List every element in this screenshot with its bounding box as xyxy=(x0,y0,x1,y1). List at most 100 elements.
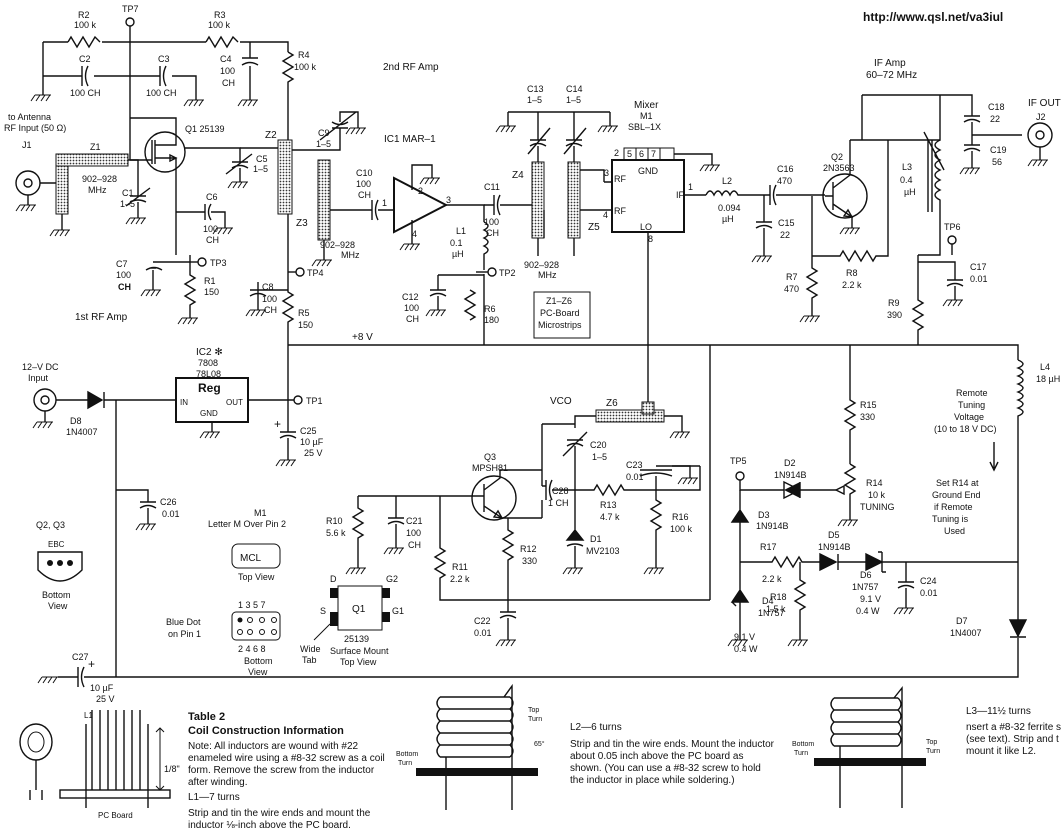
table2-l3-body-1: nsert a #8-32 ferrite s xyxy=(966,722,1061,733)
table2-l2-body-1: Strip and tin the wire ends. Mount the i… xyxy=(570,739,775,750)
value-d4-w: 0.4 W xyxy=(734,644,758,654)
m1-if: IF xyxy=(676,190,685,200)
value-l1-a: 0.1 xyxy=(450,238,463,248)
value-c13: 1–5 xyxy=(527,95,542,105)
label-tp6: TP6 xyxy=(944,222,961,232)
label-if-out: IF OUT xyxy=(1028,98,1061,109)
value-r15: 330 xyxy=(860,412,875,422)
input-12v-a: 12–V DC xyxy=(22,362,59,372)
value-d6-c: 0.4 W xyxy=(856,606,880,616)
pinout-m1-bottom: Bottom xyxy=(244,656,273,666)
label-c5: C5 xyxy=(256,154,268,164)
power-supply: 12–V DC Input D8 1N4007 IC2 ✻ 7808 78L08… xyxy=(22,345,1019,704)
value-r1: 150 xyxy=(204,287,219,297)
value-c14: 1–5 xyxy=(566,95,581,105)
coil-l3-top: Top xyxy=(926,739,937,746)
value-d5: 1N914B xyxy=(818,542,851,552)
label-r15: R15 xyxy=(860,400,877,410)
value-c24: 0.01 xyxy=(920,588,938,598)
coil-l1-pcb: PC Board xyxy=(98,811,133,820)
label-r6: R6 xyxy=(484,304,496,314)
value-c5: 1–5 xyxy=(253,164,268,174)
value-c1: 1–5 xyxy=(120,199,135,209)
coil-figure-l1: L1 1/8" PC Board xyxy=(19,710,180,820)
label-d1: D1 xyxy=(590,534,602,544)
label-c25: C25 xyxy=(300,426,317,436)
microstrip-note-2: PC-Board xyxy=(540,308,580,318)
value-c4-b: CH xyxy=(222,78,235,88)
label-c11: C11 xyxy=(484,182,500,192)
label-c27: C27 xyxy=(72,652,89,662)
pinout-q1-name: Q1 xyxy=(352,604,366,615)
value-c11-a: 100 xyxy=(484,217,499,227)
value-r14-a: 10 k xyxy=(868,490,886,500)
label-q2: Q2 xyxy=(831,152,843,162)
m1-pin4: 4 xyxy=(603,210,608,220)
label-r8: R8 xyxy=(846,268,858,278)
input-12v-b: Input xyxy=(28,373,49,383)
label-c7: C7 xyxy=(116,259,128,269)
set-r14-4: Tuning is xyxy=(932,514,969,524)
label-q1: Q1 25139 xyxy=(185,124,225,134)
pinout-q1-g2: G2 xyxy=(386,574,398,584)
value-c27-b: 25 V xyxy=(96,694,115,704)
table2-note-3: form. Remove the screw from the inductor xyxy=(188,765,375,776)
label-c26: C26 xyxy=(160,497,177,507)
label-l1: L1 xyxy=(456,226,466,236)
label-c18: C18 xyxy=(988,102,1005,112)
label-tp7: TP7 xyxy=(122,4,139,14)
ic1-pin3: 3 xyxy=(446,195,451,205)
pinout-m1: M1 Letter M Over Pin 2 MCL Top View Blue… xyxy=(166,508,286,677)
value-r3: 100 k xyxy=(208,20,231,30)
value-c18: 22 xyxy=(990,114,1000,124)
microstrip-note-3: Microstrips xyxy=(538,320,582,330)
label-r9: R9 xyxy=(888,298,900,308)
title-1st-rf-amp: 1st RF Amp xyxy=(75,312,128,323)
pinout-m1-even: 2 4 6 8 xyxy=(238,644,266,654)
value-r6: 180 xyxy=(484,315,499,325)
reg-title: Reg xyxy=(198,381,221,395)
pinout-m1-bluedot: Blue Dot xyxy=(166,617,201,627)
rf-input-q1-stage: to Antenna RF Input (50 Ω) J1 Z1 902–928… xyxy=(4,112,293,325)
pinout-q2q3-bottom: Bottom xyxy=(42,590,71,600)
value-r18: 1.5 k xyxy=(766,604,786,614)
label-r5: R5 xyxy=(298,308,310,318)
coil-l1-height: 1/8" xyxy=(164,764,180,774)
ic1-pin2: 2 xyxy=(418,186,423,196)
label-c1: C1 xyxy=(122,188,134,198)
coil-l2-turn2: Turn xyxy=(398,760,412,767)
label-tp5: TP5 xyxy=(730,456,747,466)
table2-l2-body-2: about 0.05 inch above the PC board as xyxy=(570,751,743,762)
coil-l3-bottom: Bottom xyxy=(792,741,814,748)
label-d7: D7 xyxy=(956,616,968,626)
pinout-q1-smt: Surface Mount xyxy=(330,646,389,656)
m1-rf1: RF xyxy=(614,174,626,184)
value-c12-a: 100 xyxy=(404,303,419,313)
value-r10: 5.6 k xyxy=(326,528,346,538)
title-if-amp: IF Amp xyxy=(874,58,906,69)
coil-l3-turn1: Turn xyxy=(794,750,808,757)
label-r13: R13 xyxy=(600,500,617,510)
value-c2: 100 CH xyxy=(70,88,101,98)
remote-tuning-4: (10 to 18 V DC) xyxy=(934,424,997,434)
label-c23: C23 xyxy=(626,460,643,470)
label-z4: Z4 xyxy=(512,170,524,181)
value-r13: 4.7 k xyxy=(600,512,620,522)
remote-tuning-1: Remote xyxy=(956,388,988,398)
value-c21-b: CH xyxy=(408,540,421,550)
label-l4: L4 xyxy=(1040,362,1050,372)
label-c20: C20 xyxy=(590,440,607,450)
m1-lo: LO xyxy=(640,222,652,232)
value-d2: 1N914B xyxy=(774,470,807,480)
pinout-q2q3-ebc: EBC xyxy=(48,540,65,549)
label-c28: C28 xyxy=(552,486,569,496)
table2-l1-body-1: Strip and tin the wire ends and mount th… xyxy=(188,808,371,819)
value-r9: 390 xyxy=(887,310,902,320)
value-q3: MPSH81 xyxy=(472,463,508,473)
antenna-label-a: to Antenna xyxy=(8,112,51,122)
pinout-q1-d: D xyxy=(330,574,337,584)
value-l3-b: µH xyxy=(904,187,916,197)
value-c8-b: CH xyxy=(264,305,277,315)
table2-l1-head: L1—7 turns xyxy=(188,792,240,803)
pinout-q2-q3: Q2, Q3 EBC Bottom View xyxy=(36,520,83,611)
